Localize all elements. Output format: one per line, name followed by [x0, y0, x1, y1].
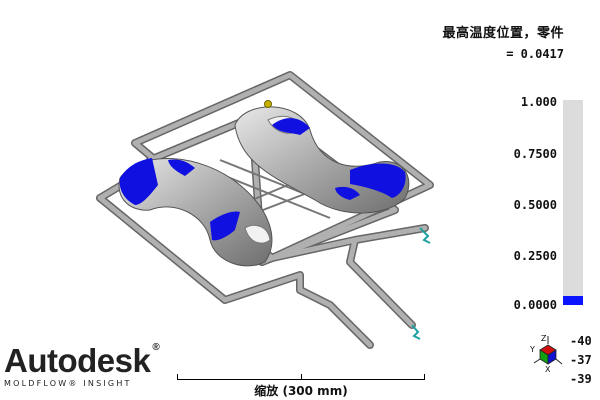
- result-value: = 0.0417: [506, 47, 564, 61]
- legend-label-050: 0.5000: [513, 198, 557, 212]
- product-name: MOLDFLOW® INSIGHT: [4, 379, 132, 388]
- legend-color-bar: [563, 100, 583, 305]
- scale-tick-mid: [301, 374, 302, 380]
- scale-tick-left: [177, 374, 178, 380]
- axis-letter-y: Y: [529, 345, 535, 354]
- legend-label-025: 0.2500: [513, 249, 557, 263]
- legend-label-min: 0.0000: [513, 298, 557, 312]
- legend-label-075: 0.7500: [513, 147, 557, 161]
- axis-letter-x: X: [545, 365, 551, 374]
- axis-letter-z: Z: [541, 334, 547, 343]
- scale-label: 缩放 (300 mm): [254, 384, 348, 398]
- coolant-inlet-markers: [264, 100, 431, 340]
- result-title: 最高温度位置，零件: [442, 26, 564, 41]
- axis-readout-3: -39: [570, 372, 592, 386]
- legend-label-max: 1.000: [520, 95, 557, 109]
- orientation-triad-icon: Z Y X: [529, 334, 563, 374]
- axis-readout-2: -37: [570, 353, 592, 367]
- legend-fill: [563, 296, 583, 305]
- axis-readout-1: -40: [570, 334, 592, 348]
- scale-tick-right: [424, 374, 425, 380]
- autodesk-logo: Autodesk®: [4, 342, 160, 379]
- hot-spot-regions: [119, 118, 406, 241]
